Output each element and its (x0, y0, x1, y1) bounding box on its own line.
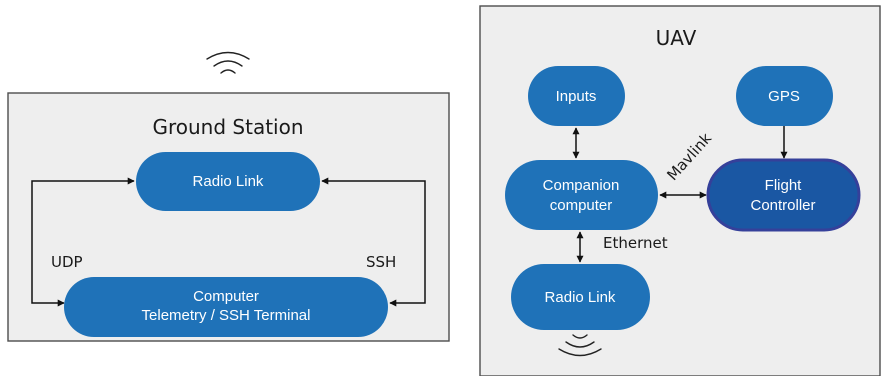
wireless-signal-icon (206, 51, 250, 74)
wireless-signal-icon (558, 334, 602, 357)
uav-radio-link-label: Radio Link (545, 289, 616, 306)
inputs-node: Inputs (528, 66, 625, 126)
inputs-label: Inputs (556, 88, 597, 105)
companion-computer-node: Companion computer (505, 160, 658, 230)
ground-computer-label-line1: Computer (193, 288, 259, 305)
ground-station-title: Ground Station (152, 115, 303, 139)
flight-controller-label-line2: Controller (750, 197, 815, 214)
companion-label-line2: computer (550, 197, 613, 214)
gps-node: GPS (736, 66, 833, 126)
uav-title: UAV (656, 26, 697, 50)
udp-connector-arrow (31, 177, 135, 307)
ground-radio-link-label: Radio Link (193, 173, 264, 190)
gps-label: GPS (768, 88, 800, 105)
ground-radio-link-node: Radio Link (136, 152, 320, 211)
ssh-connector-arrow (321, 177, 426, 307)
companion-label-line1: Companion (543, 177, 620, 194)
udp-label: UDP (51, 253, 83, 271)
ssh-label: SSH (366, 253, 396, 271)
ethernet-label: Ethernet (603, 234, 668, 252)
ground-station-group: Ground Station Radio Link Computer Telem… (7, 51, 450, 342)
uav-group: UAV Inputs GPS Companion computer Flight… (479, 5, 881, 376)
ground-computer-node: Computer Telemetry / SSH Terminal (64, 277, 388, 337)
ground-computer-label-line2: Telemetry / SSH Terminal (142, 307, 311, 324)
uav-radio-link-node: Radio Link (511, 264, 650, 330)
flight-controller-node: Flight Controller (706, 158, 861, 232)
flight-controller-label-line1: Flight (765, 177, 803, 194)
